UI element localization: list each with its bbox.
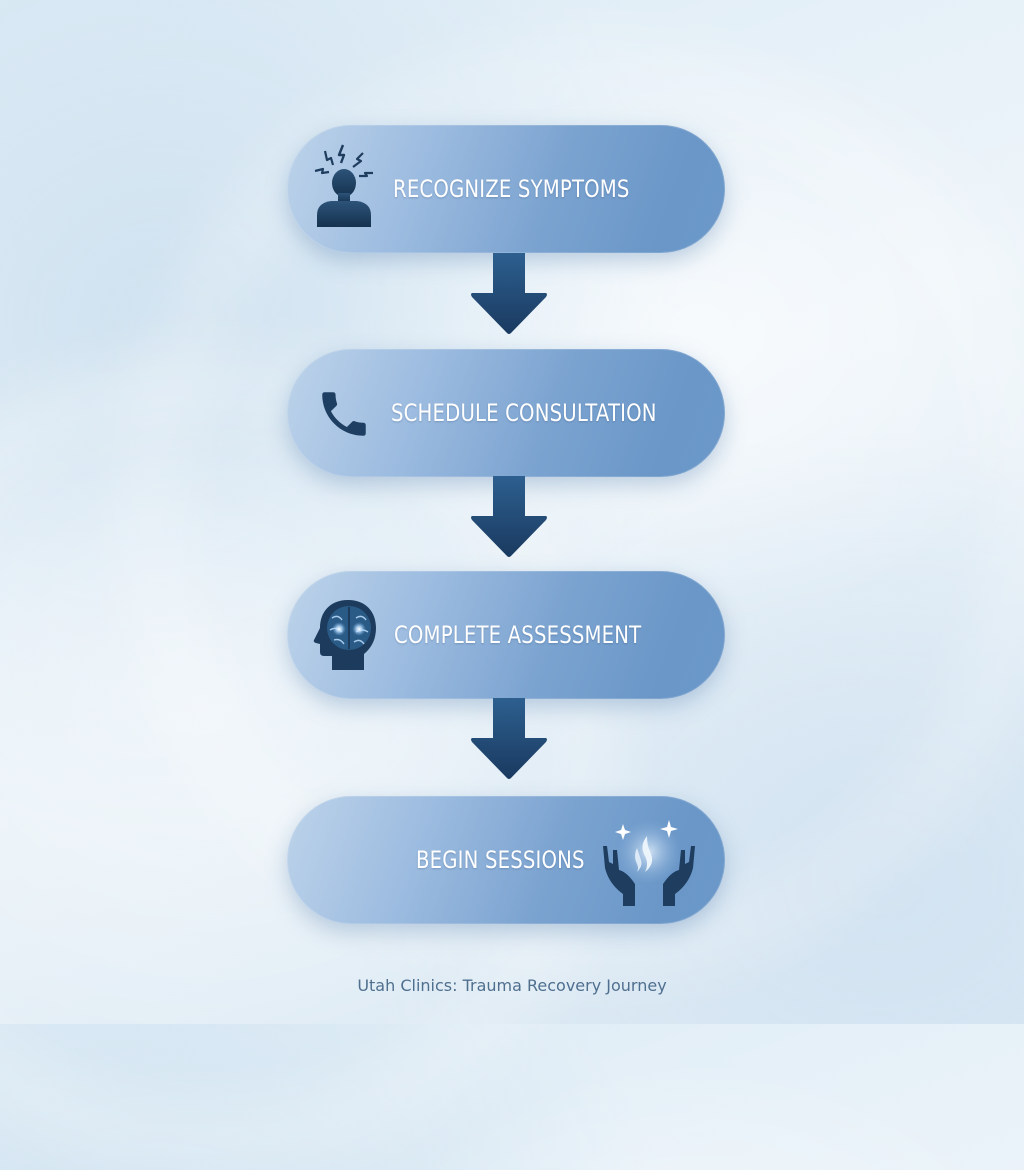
phone-icon bbox=[322, 392, 366, 436]
step-recognize-symptoms[interactable]: RECOGNIZE SYMPTOMS bbox=[287, 125, 725, 253]
arrow-down-icon bbox=[471, 698, 547, 779]
step-label: BEGIN SESSIONS bbox=[416, 846, 585, 874]
diagram-caption: Utah Clinics: Trauma Recovery Journey bbox=[357, 976, 667, 995]
brain-head-icon bbox=[313, 600, 376, 670]
arrow-down-icon bbox=[471, 253, 547, 334]
step-label: COMPLETE ASSESSMENT bbox=[394, 621, 642, 649]
step-complete-assessment[interactable]: COMPLETE ASSESSMENT bbox=[287, 571, 725, 699]
step-begin-sessions[interactable]: BEGIN SESSIONS bbox=[287, 796, 725, 924]
healing-hands-icon bbox=[603, 820, 695, 906]
step-label: SCHEDULE CONSULTATION bbox=[391, 399, 657, 427]
person-headache-icon bbox=[314, 144, 373, 227]
step-schedule-consultation[interactable]: SCHEDULE CONSULTATION bbox=[287, 349, 725, 477]
step-label: RECOGNIZE SYMPTOMS bbox=[393, 175, 630, 203]
arrow-down-icon bbox=[471, 476, 547, 557]
